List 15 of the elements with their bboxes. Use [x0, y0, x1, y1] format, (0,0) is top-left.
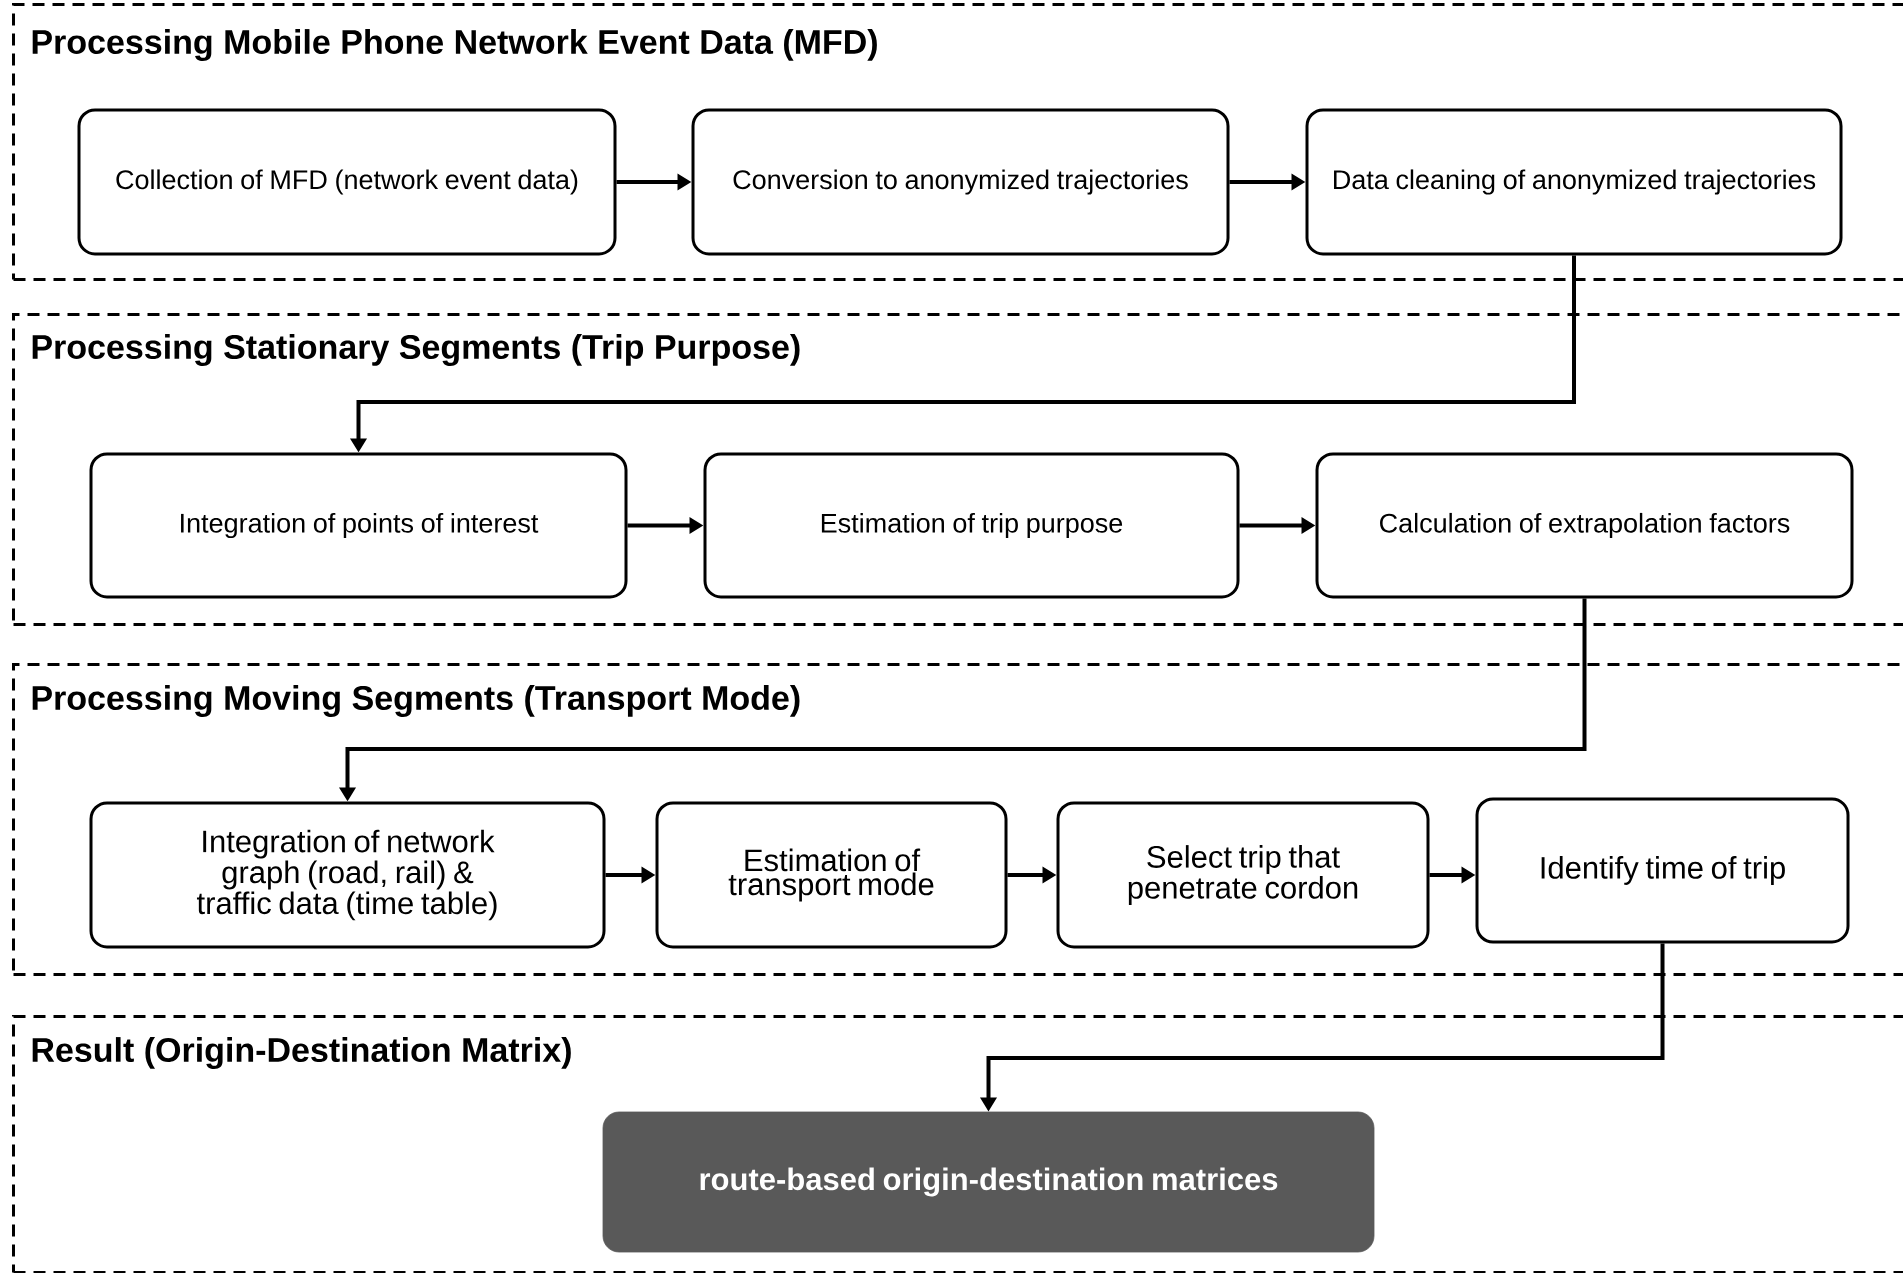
section-heading: Processing Mobile Phone Network Event Data (MFD) [32, 29, 877, 61]
section-heading: Result (Origin-Destination Matrix) [32, 1037, 571, 1069]
section-heading: Processing Stationary Segments (Trip Purpose) [32, 334, 800, 366]
process-box: Estimation of transport mode [655, 801, 1008, 949]
process-box: Integration of points of interest [89, 452, 628, 599]
section-heading: Processing Moving Segments (Transport Mode) [32, 685, 800, 717]
process-box: Select trip that penetrate cordon [1056, 801, 1430, 949]
process-box: Integration of network graph (road, rail) & traffic data (time table) [89, 801, 606, 949]
process-box: Conversion to anonymized trajectories [691, 108, 1230, 256]
process-box: Estimation of trip purpose [703, 452, 1240, 599]
process-box: Identify time of trip [1475, 797, 1850, 944]
process-box: Data cleaning of anonymized trajectories [1305, 108, 1843, 256]
process-box: Collection of MFD (network event data) [77, 108, 617, 256]
process-box: Calculation of extrapolation factors [1315, 452, 1854, 599]
result-box: route-based origin-destination matrices [602, 1111, 1375, 1253]
